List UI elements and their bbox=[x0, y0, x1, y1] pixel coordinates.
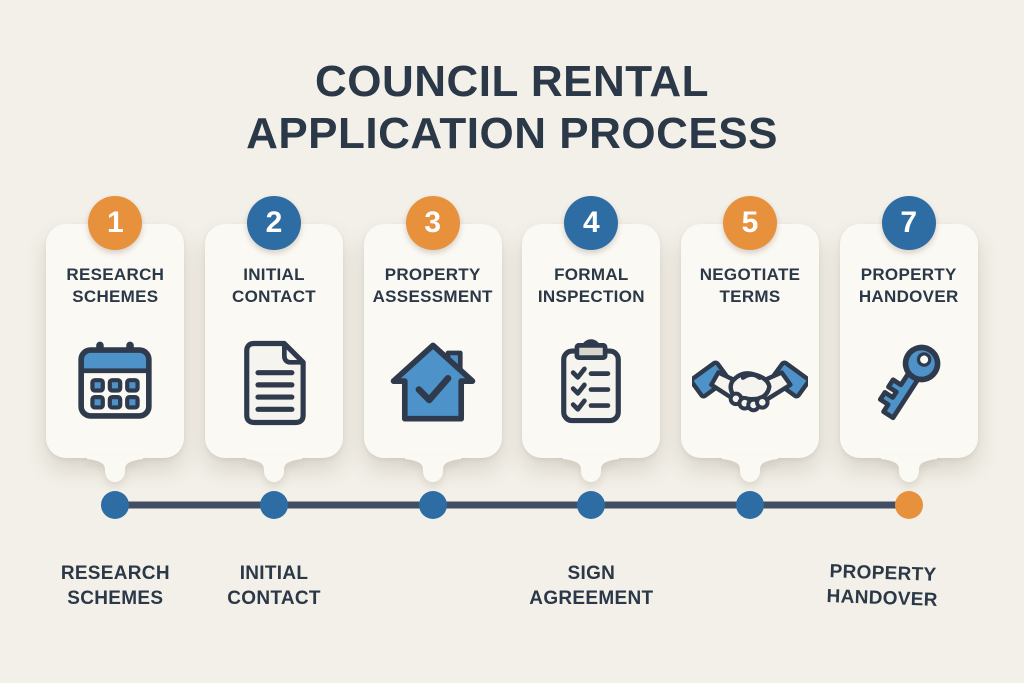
key-icon bbox=[840, 308, 978, 458]
card-tail bbox=[246, 455, 302, 482]
clipboard-checklist-icon bbox=[522, 308, 660, 458]
step-number-badge: 3 bbox=[405, 195, 460, 250]
card-tail bbox=[87, 455, 144, 482]
step-number-badge: 5 bbox=[723, 195, 778, 250]
card-tail bbox=[722, 455, 779, 482]
timeline-dot-5 bbox=[736, 490, 765, 519]
card-tail bbox=[563, 455, 620, 482]
timeline-dot-3 bbox=[418, 490, 447, 519]
timeline-dot-1 bbox=[101, 490, 130, 519]
timeline-line bbox=[115, 501, 909, 509]
step-number-badge: 1 bbox=[88, 195, 143, 250]
step-number-badge: 4 bbox=[564, 195, 619, 250]
calendar-icon bbox=[46, 308, 184, 458]
timeline-dot-2 bbox=[260, 490, 288, 519]
house-check-icon bbox=[364, 308, 502, 458]
timeline bbox=[0, 490, 1024, 520]
page-title-line2: APPLICATION PROCESS bbox=[246, 108, 778, 158]
step-number-badge: 7 bbox=[881, 195, 936, 250]
timeline-dot-4 bbox=[577, 490, 606, 519]
card-tail bbox=[404, 455, 461, 482]
page-title-line1: COUNCIL RENTAL bbox=[314, 57, 710, 106]
handshake-icon bbox=[681, 308, 819, 458]
step-number-badge: 2 bbox=[247, 195, 301, 250]
timeline-dot-6 bbox=[894, 490, 923, 519]
document-icon bbox=[205, 308, 343, 458]
card-tail bbox=[880, 455, 937, 482]
